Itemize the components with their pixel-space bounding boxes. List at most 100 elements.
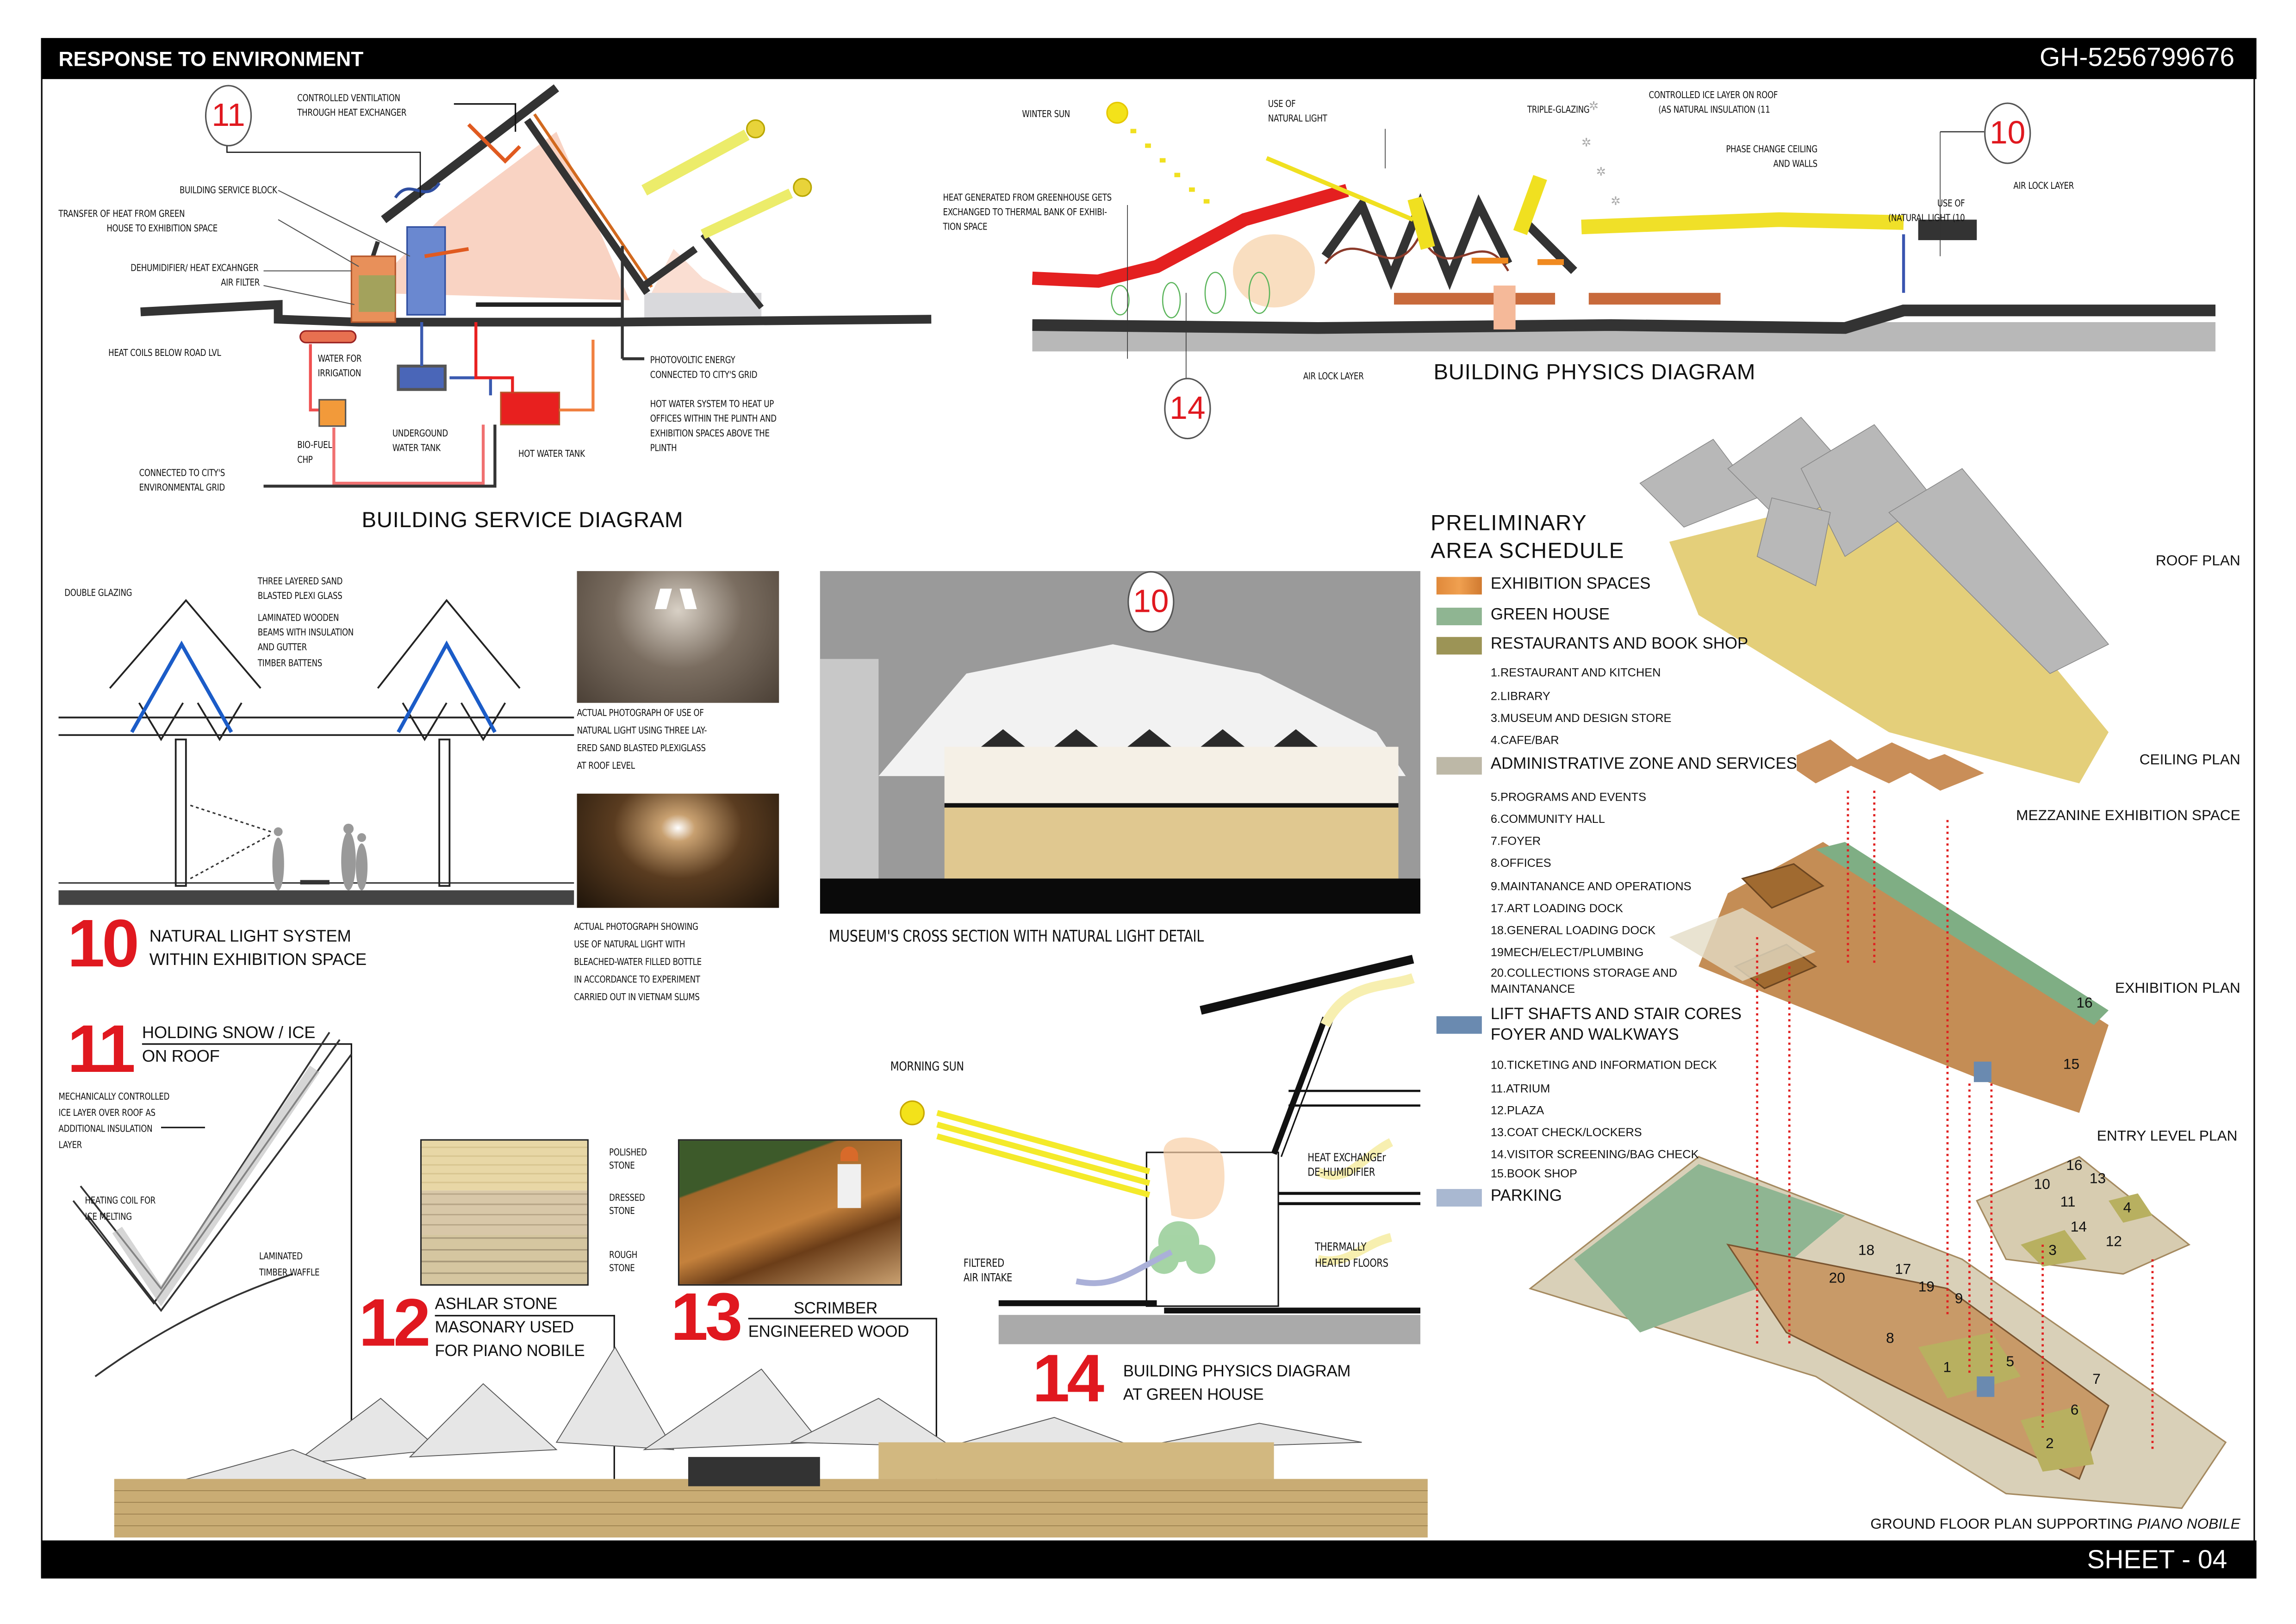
section-number-13: 13 [671,1278,743,1355]
label-dehumidifier: DEHUMIDIFIER/ HEAT EXCAHNGER [131,262,260,274]
label-timber-battens: TIMBER BATTENS [257,657,322,669]
badge-11: 11 [205,85,252,147]
ceiling-plan-pieces [1783,739,1985,791]
room-number: 17 [1895,1262,1911,1279]
label-ground-floor-plan: GROUND FLOOR PLAN SUPPORTING PIANO NOBIL… [1870,1517,2240,1533]
photo-scrimber-wood [678,1139,902,1286]
label-triple-glazing: TRIPLE-GLAZING [1527,104,1590,116]
swatch-restaurants [1436,637,1482,655]
physics-diagram-title: BUILDING PHYSICS DIAGRAM [1433,360,1756,386]
natural-light-section [58,599,574,905]
label-winter-sun: WINTER SUN [1022,108,1070,120]
room-number: 9 [1954,1291,1963,1308]
winter-sun-icon [1106,101,1128,124]
badge-10-museum: 10 [1127,571,1175,633]
museum-section-caption: MUSEUM'S CROSS SECTION WITH NATURAL LIGH… [828,927,1204,946]
room-number: 10 [2034,1177,2050,1194]
footer-bar: SHEET - 04 [41,1540,2257,1579]
section-number-11: 11 [67,1010,136,1087]
room-number: 2 [2045,1436,2054,1453]
svg-text:✲: ✲ [1596,166,1606,179]
photo-plexiglass-light [577,571,779,703]
roof-plan-shells [1639,417,2109,674]
svg-text:✲: ✲ [1611,195,1620,208]
room-number: 14 [2070,1220,2087,1236]
swatch-administrative [1436,757,1482,775]
museum-cross-section-render [820,571,1420,914]
exhibition-plan [1699,842,2109,1113]
room-number: 15 [2063,1057,2080,1074]
label-air-lock-top: AIR LOCK LAYER [2013,180,2074,192]
label-air-lock-bottom: AIR LOCK LAYER [1303,370,1364,382]
swatch-parking [1436,1189,1482,1207]
room-number: 19 [1918,1280,1935,1296]
photo-bottle-light [577,793,779,908]
label-ice-layer: CONTROLLED ICE LAYER ON ROOF(AS NATURAL … [1649,89,1778,116]
label-air-filter: AIR FILTER [220,276,260,289]
label-entry-level-plan: ENTRY LEVEL PLAN [2097,1129,2238,1145]
swatch-exhibition [1436,577,1482,595]
label-heat-coils: HEAT COILS BELOW ROAD LVL [108,347,221,359]
service-diagram-title: BUILDING SERVICE DIAGRAM [361,508,684,533]
sun-rays [1130,129,1210,204]
greenhouse-physics-diagram [900,955,1420,1344]
building-physics-diagram: ✲✲✲✲ [1032,100,2215,384]
building-elevation [114,1346,1428,1538]
sun-icon [746,119,812,197]
label-natural-light-ref: USE OF(NATURAL LIGHT (10 [1888,198,1965,224]
scrimber-leader-line [748,1318,937,1503]
header-bar: RESPONSE TO ENVIRONMENT GH-5256799676 [41,38,2257,79]
label-morning-sun: MORNING SUN [890,1060,964,1075]
room-number: 5 [2006,1354,2015,1371]
room-number: 3 [2048,1243,2057,1259]
badge-10-physics: 10 [1984,102,2031,164]
room-number: 18 [1858,1243,1875,1259]
room-number: 11 [2060,1195,2076,1211]
badge-14-physics: 14 [1164,378,1211,440]
exploded-axonometric-plans [1528,417,2227,1509]
swatch-lift-shafts [1436,1016,1482,1034]
ashlar-stone-texture [420,1139,589,1286]
ice-roof-detail [72,1032,352,1428]
section-number-14: 14 [1032,1339,1105,1416]
label-double-glazing: DOUBLE GLAZING [64,587,132,599]
svg-text:✲: ✲ [1581,136,1591,149]
sheet-number: SHEET - 04 [2087,1544,2228,1574]
room-number: 16 [2066,1158,2083,1175]
room-number: 6 [2070,1403,2079,1419]
sheet-title: RESPONSE TO ENVIRONMENT [58,47,364,70]
label-roof-plan: ROOF PLAN [2155,553,2240,570]
label-ceiling-plan: CEILING PLAN [2139,753,2240,769]
label-exhibition-plan: EXHIBITION PLAN [2115,981,2240,997]
building-service-diagram [140,84,932,488]
label-service-block: BUILDING SERVICE BLOCK [179,184,277,196]
room-number: 12 [2105,1234,2122,1251]
swatch-green-house [1436,608,1482,625]
